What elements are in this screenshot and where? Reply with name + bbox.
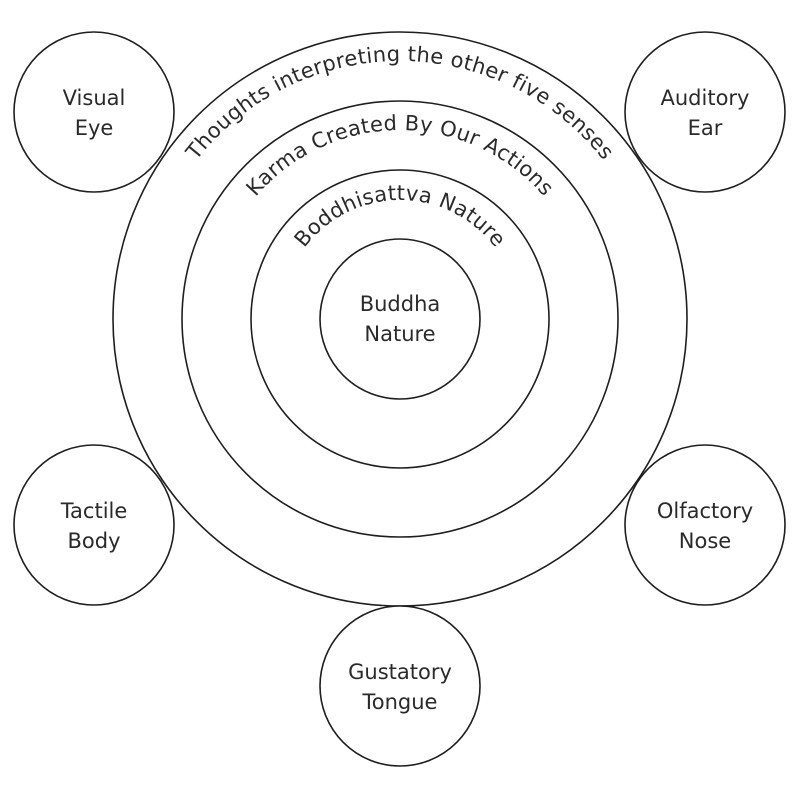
center-label-line1: Buddha [360, 292, 441, 316]
sense-gustatory: Gustatory Tongue [319, 605, 481, 767]
sense-gustatory-line2: Tongue [362, 690, 438, 714]
center-circle-buddha [319, 238, 481, 400]
sense-visual: Visual Eye [13, 31, 175, 193]
center-label-line2: Nature [364, 322, 435, 346]
sense-visual-line2: Eye [75, 116, 114, 140]
sense-circle-gustatory [319, 605, 481, 767]
sense-auditory-line2: Ear [688, 116, 723, 140]
sense-olfactory-line2: Nose [679, 529, 731, 553]
sense-olfactory: Olfactory Nose [624, 444, 786, 606]
sense-circle-auditory [624, 31, 786, 193]
sense-auditory-line1: Auditory [661, 86, 750, 110]
sense-visual-line1: Visual [63, 86, 126, 110]
sense-tactile-line1: Tactile [60, 499, 128, 523]
sense-gustatory-line1: Gustatory [348, 660, 452, 684]
sense-tactile-line2: Body [67, 529, 120, 553]
sense-circle-visual [13, 31, 175, 193]
sense-circle-tactile [13, 444, 175, 606]
outer-ring-label: Thoughts interpreting the other five sen… [181, 42, 619, 165]
sense-circle-olfactory [624, 444, 786, 606]
outer-ring-label-text: Thoughts interpreting the other five sen… [181, 42, 619, 165]
sense-auditory: Auditory Ear [624, 31, 786, 193]
sense-tactile: Tactile Body [13, 444, 175, 606]
middle-ring-karma [181, 100, 619, 538]
sense-olfactory-line1: Olfactory [657, 499, 753, 523]
inner-ring-boddhisattva [250, 169, 550, 469]
